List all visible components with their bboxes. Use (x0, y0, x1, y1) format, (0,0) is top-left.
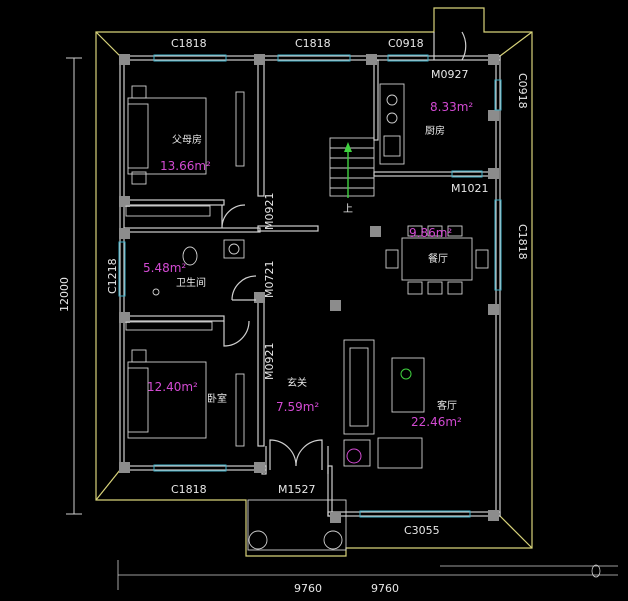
columns (119, 54, 499, 523)
window-label: C1818 (295, 37, 331, 50)
window-label: C0918 (388, 37, 424, 50)
door-label: M1527 (278, 483, 316, 496)
door-label: M0921 (263, 193, 276, 231)
room-name: 卧室 (207, 392, 227, 405)
stair-arrow-head (344, 142, 352, 152)
room-area: 5.48m² (143, 261, 186, 275)
doors (221, 31, 467, 470)
room-area: 22.46m² (411, 415, 462, 429)
window-label: C0918 (516, 73, 529, 109)
window-label: C3055 (404, 524, 440, 537)
door-label: M1021 (451, 182, 489, 195)
outline-corner (499, 31, 533, 57)
outline-corner (499, 515, 533, 549)
parents-wardrobe (125, 205, 211, 217)
windows (118, 54, 502, 518)
window-label: C1818 (171, 483, 207, 496)
window-label: C1818 (171, 37, 207, 50)
bedroom-bed (125, 321, 245, 447)
window-label: C1818 (516, 224, 529, 260)
dimension-label: 9760 (371, 582, 399, 595)
room-area: 9.86m² (409, 226, 452, 240)
room-area: 7.59m² (276, 400, 319, 414)
bathroom-fixtures (152, 239, 245, 296)
door-label: M0927 (431, 68, 469, 81)
dimension-label: 12000 (58, 277, 71, 312)
room-name: 餐厅 (428, 252, 448, 265)
room-area: 13.66m² (160, 159, 211, 173)
stair-label: 上 (343, 203, 353, 215)
outline-corner (95, 469, 121, 501)
parents-bed (127, 85, 245, 185)
room-name: 玄关 (287, 376, 307, 389)
dining-table (385, 225, 489, 295)
window-label: C1218 (106, 258, 119, 294)
outer-outline (95, 7, 533, 557)
room-area: 12.40m² (147, 380, 198, 394)
dimension-label: 9760 (294, 582, 322, 595)
dimension-lines (66, 57, 618, 590)
kitchen-fixtures (379, 83, 405, 165)
room-area: 8.33m² (430, 100, 473, 114)
room-name: 厨房 (425, 124, 445, 137)
door-label: M0921 (263, 343, 276, 381)
living-furniture (343, 339, 425, 469)
porch (247, 446, 347, 551)
staircase (329, 137, 375, 198)
room-name: 父母房 (172, 133, 202, 146)
room-name: 卫生间 (176, 276, 206, 289)
door-label: M0721 (263, 261, 276, 299)
outline-corner (95, 31, 121, 57)
room-name: 客厅 (437, 399, 457, 412)
